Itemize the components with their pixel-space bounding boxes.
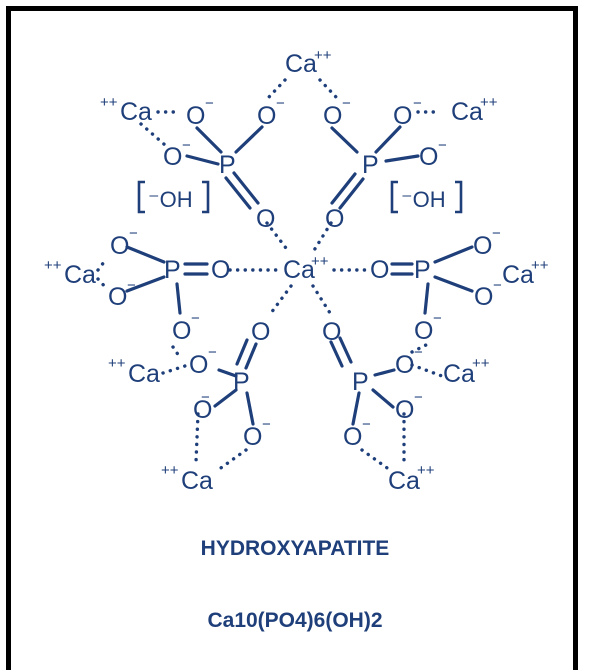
o-anion-1: O bbox=[186, 102, 205, 130]
diagram-title: HYDROXYAPATITE bbox=[200, 537, 390, 560]
o-anion-7-charge: − bbox=[129, 225, 138, 242]
o-anion-1-charge: − bbox=[205, 95, 214, 112]
o-anion-10: O bbox=[474, 283, 493, 311]
ca-left-charge: ++ bbox=[44, 257, 62, 274]
o-anion-9-charge: − bbox=[492, 225, 501, 242]
o-anion-18-charge: − bbox=[362, 416, 371, 433]
ca-upper-left-charge: ++ bbox=[100, 94, 118, 111]
ca-center-charge: ++ bbox=[311, 253, 329, 270]
ca-lower-left-charge: ++ bbox=[108, 355, 126, 372]
atom-labels: Ca ++ ++ Ca Ca ++ ++ Ca Ca ++ Ca ++ ++ C… bbox=[44, 47, 549, 495]
o-anion-15: O bbox=[193, 396, 212, 424]
diagram-frame bbox=[6, 6, 578, 670]
o-anion-11: O bbox=[172, 317, 191, 345]
p-top-right: P bbox=[362, 151, 379, 179]
o-anion-15-charge: − bbox=[201, 389, 210, 406]
o-anion-13-charge: − bbox=[208, 344, 217, 361]
o-anion-6: O bbox=[419, 143, 438, 171]
ca-bottom-left-charge: ++ bbox=[161, 462, 179, 479]
o-anion-3: O bbox=[323, 102, 342, 130]
ca-top: Ca bbox=[285, 50, 317, 78]
hydroxide-right: ⁻OH bbox=[401, 187, 446, 212]
o-right-double: O bbox=[370, 256, 389, 284]
o-anion-10-charge: − bbox=[493, 277, 502, 294]
o-anion-17: O bbox=[243, 423, 262, 451]
o-anion-3-charge: − bbox=[342, 95, 351, 112]
o-lower-right-double: O bbox=[322, 318, 341, 346]
o-anion-7: O bbox=[110, 232, 129, 260]
o-anion-13: O bbox=[189, 351, 208, 379]
o-anion-8: O bbox=[108, 283, 127, 311]
o-anion-12: O bbox=[414, 317, 433, 345]
o-anion-8-charge: − bbox=[127, 277, 136, 294]
p-lower-right: P bbox=[352, 368, 369, 396]
o-anion-2-charge: − bbox=[276, 95, 285, 112]
p-top-left: P bbox=[219, 151, 236, 179]
ca-right: Ca bbox=[502, 261, 534, 289]
ca-upper-right-charge: ++ bbox=[480, 94, 498, 111]
ionic-bonds bbox=[96, 78, 444, 472]
covalent-bonds bbox=[125, 125, 474, 426]
hydroxide-brackets bbox=[137, 180, 463, 214]
ca-bottom-right-charge: ++ bbox=[417, 462, 435, 479]
o-anion-4-charge: − bbox=[413, 95, 422, 112]
p-right: P bbox=[414, 256, 431, 284]
o-top-right-double: O bbox=[325, 205, 344, 233]
ca-lower-right: Ca bbox=[443, 360, 475, 388]
ca-top-charge: ++ bbox=[314, 47, 332, 64]
o-anion-4: O bbox=[393, 102, 412, 130]
ca-right-charge: ++ bbox=[531, 257, 549, 274]
o-anion-5-charge: − bbox=[182, 137, 191, 154]
ca-bottom-left: Ca bbox=[181, 467, 213, 495]
ca-lower-right-charge: ++ bbox=[472, 355, 490, 372]
o-anion-6-charge: − bbox=[438, 137, 447, 154]
ca-upper-right: Ca bbox=[451, 98, 483, 126]
o-anion-16: O bbox=[395, 396, 414, 424]
o-anion-12-charge: − bbox=[433, 310, 442, 327]
ca-upper-left: Ca bbox=[120, 98, 152, 126]
chemical-formula: Ca10(PO4)6(OH)2 bbox=[207, 609, 383, 632]
o-top-left-double: O bbox=[256, 205, 275, 233]
ca-left: Ca bbox=[64, 261, 96, 289]
p-left: P bbox=[164, 256, 181, 284]
o-anion-9: O bbox=[473, 232, 492, 260]
o-left-double: O bbox=[211, 256, 230, 284]
hydroxide-left: ⁻OH bbox=[148, 187, 193, 212]
o-anion-5: O bbox=[163, 143, 182, 171]
o-lower-left-double: O bbox=[251, 318, 270, 346]
p-lower-left: P bbox=[233, 368, 250, 396]
ca-bottom-right: Ca bbox=[388, 467, 420, 495]
ca-center: Ca bbox=[283, 256, 315, 284]
o-anion-2: O bbox=[257, 102, 276, 130]
o-anion-18: O bbox=[343, 423, 362, 451]
o-anion-14-charge: − bbox=[414, 344, 423, 361]
o-anion-14: O bbox=[395, 351, 414, 379]
o-anion-17-charge: − bbox=[262, 416, 271, 433]
o-anion-11-charge: − bbox=[191, 310, 200, 327]
ca-lower-left: Ca bbox=[128, 360, 160, 388]
o-anion-16-charge: − bbox=[414, 389, 423, 406]
